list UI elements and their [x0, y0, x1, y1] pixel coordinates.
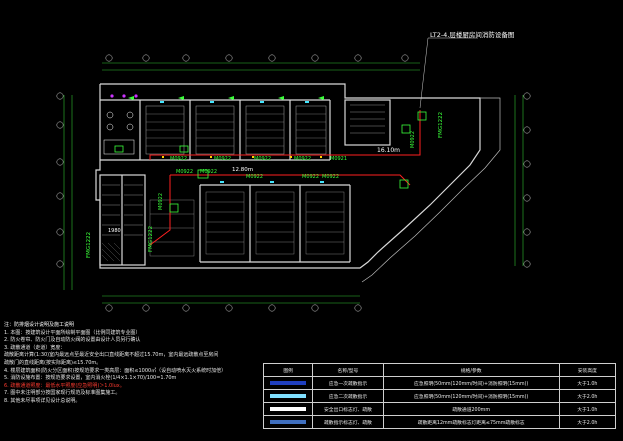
door-label: M0922 — [200, 169, 218, 175]
building-walls — [95, 83, 481, 269]
axis-bubbles — [56, 54, 531, 312]
door-label: M0922 — [246, 174, 264, 180]
note-line: 8. 其他未尽事项详见设计总说明。 — [4, 397, 81, 404]
furniture-bottom — [149, 191, 345, 257]
elevator-hatch — [101, 242, 121, 262]
legend-symbol — [262, 376, 314, 390]
hydrant-label: FMG1222 — [148, 225, 154, 252]
legend-name: 疏散指示标志灯、疏散 — [312, 415, 384, 429]
note-line: 5. 消防设施布置：按规范要求设置，室内消火栓(1/4×1.1×70)/100=… — [4, 375, 177, 382]
hydrant-label: FMG1222 — [438, 111, 444, 138]
title-leader — [419, 37, 478, 109]
legend-header: 安装高度 — [558, 363, 617, 377]
fire-equipment — [114, 111, 427, 213]
door-label: M0922 — [176, 169, 194, 175]
legend-table: 图例 名称/型号 规格/参数 安装高度 应急一次疏散指示 应急照明(50mm(1… — [262, 363, 617, 429]
hydrant-label: FMG1222 — [86, 231, 92, 258]
legend-spec: 疏散通道200mm — [382, 402, 560, 416]
exit-arrows — [128, 96, 324, 100]
emergency-lights — [160, 101, 324, 183]
note-line: 3. 疏散通道（走道）宽度： — [4, 344, 66, 351]
door-label-vertical: M0922 — [158, 192, 164, 210]
area-number: 1980 — [108, 228, 121, 234]
legend-header: 名称/型号 — [312, 363, 384, 377]
note-line: 疏散距离计算(1:30)室内最远点至最近安全出口直线距离不超过15.70m，室内… — [4, 352, 219, 359]
legend-symbol — [262, 389, 314, 403]
drawing-title-tag: LT2-4.层楼厨房间消防设备图 — [430, 31, 515, 39]
pink-markers — [110, 94, 138, 98]
dimension-label-2: 12.80m — [232, 167, 254, 173]
door-label: M0922 — [302, 174, 320, 180]
legend-height: 大于1.0h — [558, 376, 617, 390]
dimension-label-1: 16.10m — [377, 147, 401, 154]
facade-line — [361, 97, 501, 283]
legend-spec: 应急照明(50mm(120mm/时间)+消防照明(15mm)) — [382, 389, 560, 403]
legend-spec: 应急照明(50mm(120mm/时间)+消防照明(15mm)) — [382, 376, 560, 390]
note-line: 疏散门的直线距离(按实际距离)≤15.70m。 — [4, 359, 102, 366]
evacuation-route — [149, 110, 421, 246]
design-notes: 注：防排烟设计说明及施工说明 1. 本图：按建筑设计平面所绘制平面图（比例同建筑… — [4, 322, 254, 406]
legend-spec: 疏散距离12mm疏散标志灯距离≤75mm疏散标志 — [382, 415, 560, 429]
legend-row: 应急一次疏散指示 应急照明(50mm(120mm/时间)+消防照明(15mm))… — [262, 376, 617, 390]
door-label: M0922 — [170, 156, 188, 162]
note-line: 4. 楼层建筑面积(防火分区面积)按规范要求一类高层：面积≤1000㎡（设自动喷… — [4, 367, 227, 374]
legend-row: 安全出口标志灯、疏散 疏散通道200mm 大于1.0h — [262, 402, 617, 416]
legend-name: 安全出口标志灯、疏散 — [312, 402, 384, 416]
legend-symbol — [262, 402, 314, 416]
legend-height: 大于2.0h — [558, 415, 617, 429]
door-label: M0922 — [322, 174, 340, 180]
note-line: 6. 疏散通道照度：最低水平照度(应急照明)＞1.0lux。 — [4, 382, 125, 389]
door-label-vertical: M0922 — [410, 130, 416, 148]
legend-height: 大于2.0h — [558, 389, 617, 403]
legend-row: 应急二次疏散指示 应急照明(50mm(120mm/时间)+消防照明(15mm))… — [262, 389, 617, 403]
legend-symbol — [262, 415, 314, 429]
legend-header-row: 图例 名称/型号 规格/参数 安装高度 — [262, 363, 617, 377]
furniture-lines-top — [146, 113, 326, 147]
toilet-fixtures — [103, 111, 135, 155]
door-markers — [162, 156, 322, 158]
door-label: M0922 — [254, 156, 272, 162]
door-label: M0922 — [294, 156, 312, 162]
note-line: 7. 图中未注明部分按国家现行规范及标准图集施工。 — [4, 390, 121, 397]
note-line: 1. 本图：按建筑设计平面所绘制平面图（比例同建筑专业图） — [4, 329, 141, 336]
notes-heading: 注：防排烟设计说明及施工说明 — [4, 322, 75, 328]
note-line: 2. 防火卷帘、防火门及自动防火阀的设置由设计人员另行确认 — [4, 337, 141, 344]
axis-grid — [63, 62, 524, 304]
stair-treads — [102, 104, 385, 236]
legend-name: 应急一次疏散指示 — [312, 376, 384, 390]
legend-row: 疏散指示标志灯、疏散 疏散距离12mm疏散标志灯距离≤75mm疏散标志 大于2.… — [262, 415, 617, 429]
door-label: M0922 — [214, 156, 232, 162]
legend-header: 图例 — [262, 363, 314, 377]
legend-height: 大于1.0h — [558, 402, 617, 416]
legend-name: 应急二次疏散指示 — [312, 389, 384, 403]
legend-header: 规格/参数 — [382, 363, 560, 377]
door-label: M0921 — [330, 156, 348, 162]
